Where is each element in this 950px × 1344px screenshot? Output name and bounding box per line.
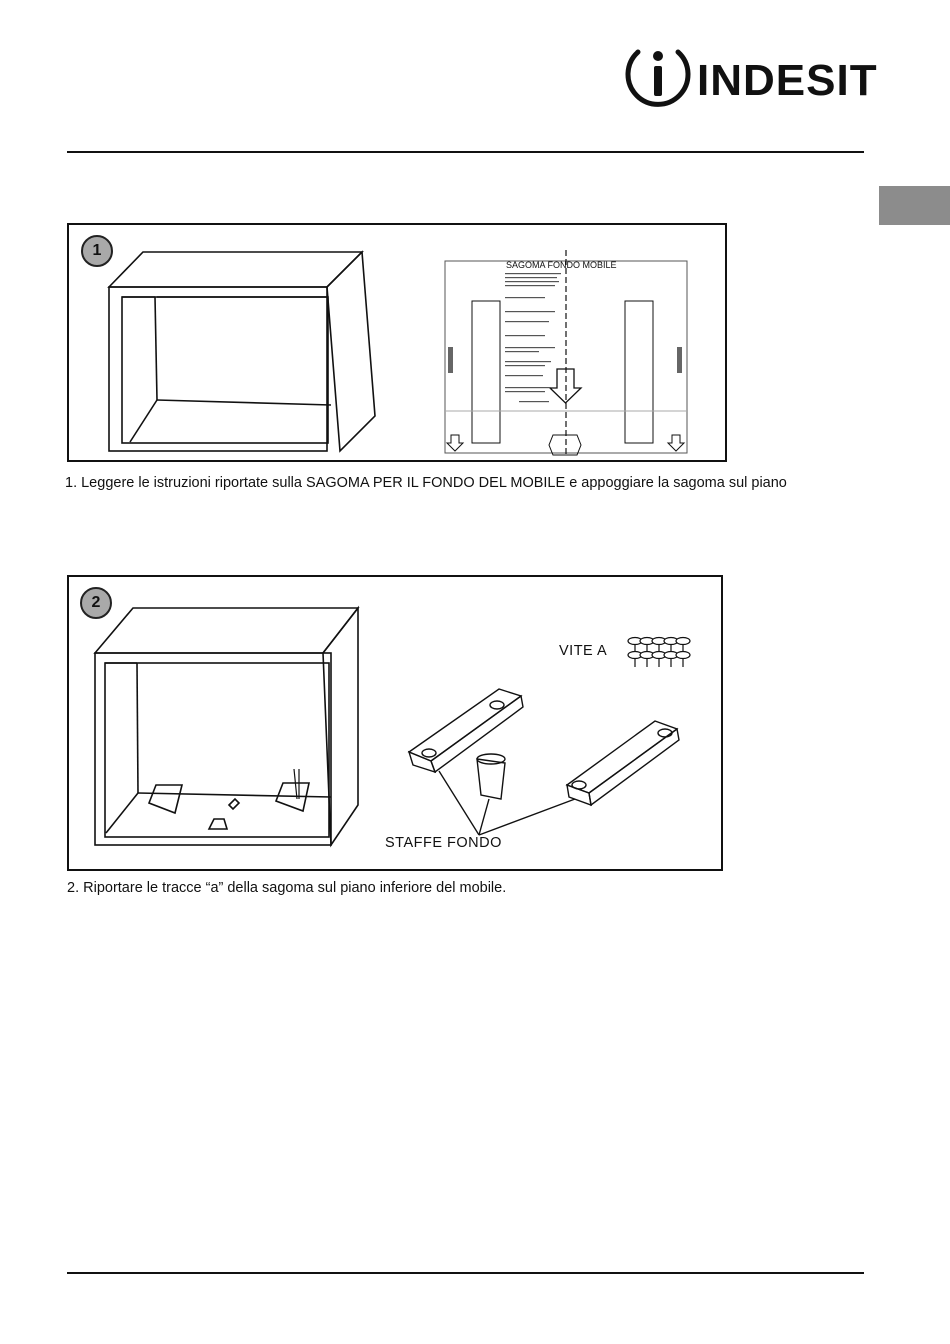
step-1-panel: 1 SAGOMA FONDO MOBILE — [67, 223, 727, 462]
template-sheet-drawing — [445, 250, 687, 457]
template-text-lines — [505, 273, 561, 402]
screw-label: VITE A — [559, 643, 607, 659]
step-2-caption: 2. Riportare le tracce “a” della sagoma … — [67, 880, 506, 896]
template-title: SAGOMA FONDO MOBILE — [506, 260, 617, 270]
step-2-panel: 2 VITE A STAFFE FONDO — [67, 575, 723, 871]
cabinet-drawing — [95, 608, 358, 845]
bracket-drawing — [409, 689, 679, 835]
screws-icon — [628, 638, 690, 668]
step-1-badge: 1 — [81, 235, 113, 267]
brackets-label: STAFFE FONDO — [385, 835, 502, 851]
step-2-illustration — [69, 577, 721, 869]
brand-name: INDESIT — [697, 56, 878, 106]
cabinet-drawing — [109, 252, 375, 451]
language-tab — [879, 186, 950, 225]
step-2-badge: 2 — [80, 587, 112, 619]
footer-rule — [67, 1272, 864, 1274]
step-1-illustration — [69, 225, 725, 460]
header-rule — [67, 151, 864, 153]
step-1-caption: 1. Leggere le istruzioni riportate sulla… — [65, 475, 787, 491]
